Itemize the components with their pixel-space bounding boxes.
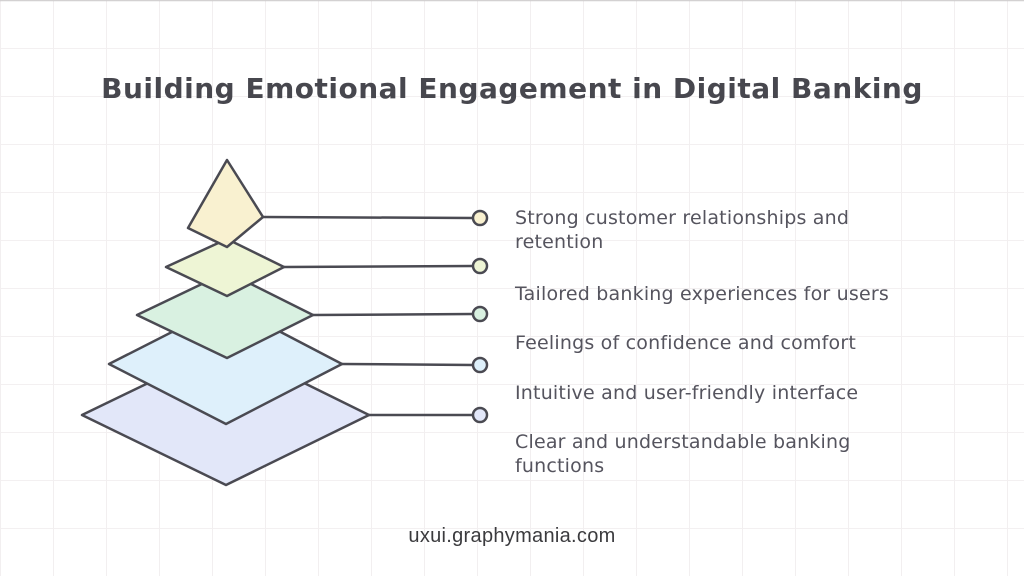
- level-label-1: Strong customer relationships and retent…: [515, 207, 850, 253]
- pyramid-level-4-shape: [107, 302, 344, 426]
- connector-dot-1: [471, 209, 489, 227]
- level-label-3: Feelings of confidence and comfort: [515, 332, 857, 354]
- connector-line-2: [282, 264, 475, 269]
- connector-dot-3: [471, 305, 489, 323]
- top-edge-shadow: [0, 0, 1024, 2]
- footer-watermark: uxui.graphymania.com: [408, 525, 616, 547]
- level-label-5: Clear and understandable banking functio…: [515, 431, 851, 477]
- connector-dot-2: [471, 257, 489, 275]
- connector-dot-5: [471, 406, 489, 424]
- connector-dot-4: [471, 356, 489, 374]
- page-title: Building Emotional Engagement in Digital…: [101, 72, 923, 105]
- connector-line-3: [311, 312, 475, 317]
- pyramid-level-3-shape: [135, 270, 315, 360]
- connector-line-4: [340, 362, 475, 367]
- level-label-2: Tailored banking experiences for users: [515, 283, 889, 305]
- pyramid-level-2-shape: [164, 237, 286, 298]
- level-label-4: Intuitive and user-friendly interface: [515, 382, 859, 404]
- connector-line-1: [261, 215, 475, 220]
- pyramid-level-1-shape: [186, 158, 265, 249]
